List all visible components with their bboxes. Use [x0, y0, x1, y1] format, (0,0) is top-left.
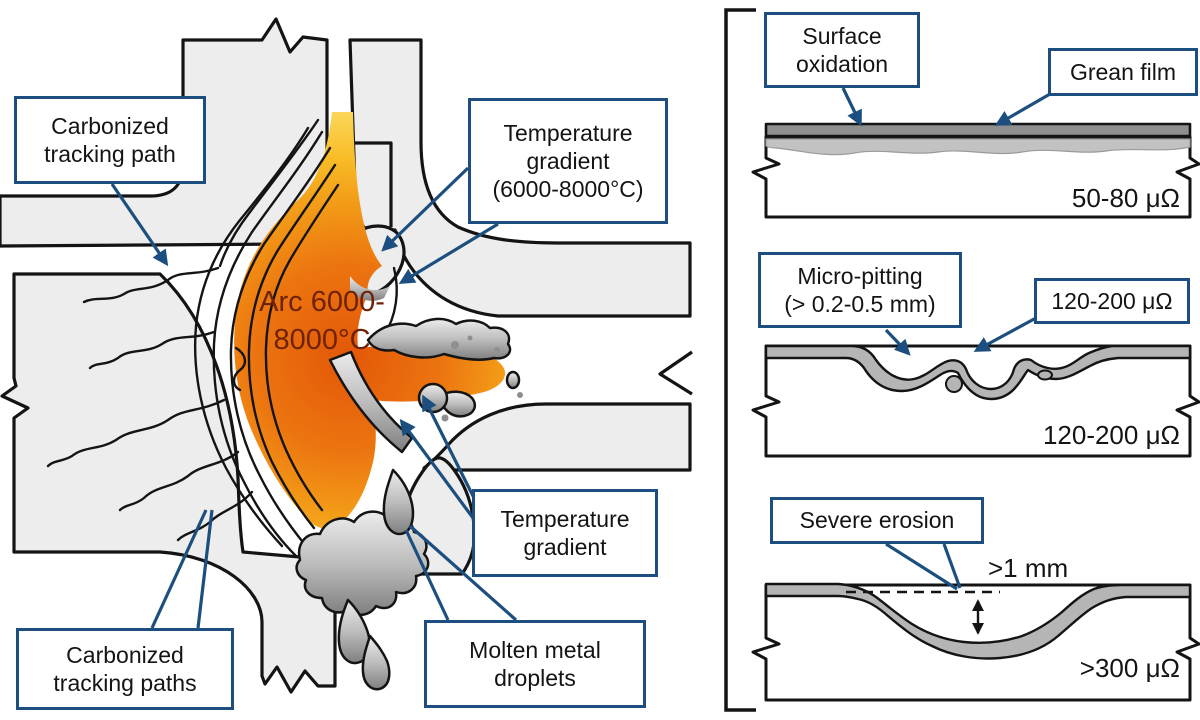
molten-droplet	[337, 598, 371, 665]
erosion-depth-value: >1 mm	[988, 553, 1069, 583]
callout-line: Carbonized	[66, 641, 184, 668]
oxide-dark-layer	[764, 122, 1192, 138]
callout-surface-oxidation: Surface oxidation	[764, 12, 920, 88]
leader-120-200	[973, 316, 1037, 352]
callout-line: gradient	[523, 534, 607, 560]
film-layer	[765, 138, 1191, 156]
molten-splash-post	[295, 510, 430, 617]
callout-line: Molten metal	[469, 636, 601, 663]
callout-line: oxidation	[795, 51, 889, 77]
callout-line: gradient	[526, 147, 610, 174]
callout-grean-film: Grean film	[1048, 48, 1198, 96]
callout-leaders-left	[110, 166, 518, 629]
arc-label-line: 6000-8000°C	[273, 286, 385, 356]
leader-tracking-top	[110, 183, 169, 267]
callout-carbonized-tracking-paths: Carbonized tracking paths	[16, 628, 234, 710]
callout-leaders-right	[841, 87, 1051, 591]
callout-line: Severe erosion	[799, 507, 955, 534]
funnel-tracking-bottom	[150, 509, 214, 629]
pit-debris-dot	[945, 375, 963, 393]
callout-line: 120-200 μΩ	[1051, 287, 1173, 314]
bar-break-chevron	[658, 350, 693, 396]
funnel-severe-erosion	[885, 542, 962, 591]
resistance-value-erosion: >300 μΩ	[1079, 653, 1180, 683]
arc-label-line: Arc	[259, 286, 303, 318]
right-contact-step-line	[353, 141, 393, 227]
resistance-value-oxidation: 50-80 μΩ	[1071, 183, 1180, 213]
callout-line: (6000-8000°C)	[492, 176, 644, 203]
molten-specks	[441, 335, 523, 422]
callout-line: Micro-pitting	[797, 262, 923, 289]
stage-oxidation-drawing	[751, 122, 1200, 219]
callout-molten-metal-droplets: Molten metal droplets	[424, 620, 646, 708]
right-panel	[724, 8, 1200, 712]
leader-temp-mid-b	[399, 418, 478, 523]
molten-metal	[295, 276, 521, 691]
molten-dot	[505, 370, 521, 390]
callout-carbonized-tracking-path: Carbonized tracking path	[14, 96, 206, 184]
block-body	[751, 344, 1200, 458]
leader-temp-top-b	[398, 222, 499, 284]
callout-line: Temperature	[503, 119, 633, 146]
stage-erosion-drawing	[751, 582, 1200, 702]
callout-micro-pitting: Micro-pitting (> 0.2-0.5 mm)	[758, 252, 962, 328]
callout-line: Surface	[802, 22, 882, 49]
molten-blob	[438, 390, 476, 418]
molten-dot	[417, 382, 449, 414]
resistance-value-pitting: 120-200 μΩ	[1042, 420, 1180, 450]
callout-line: droplets	[494, 665, 576, 691]
callout-temperature-gradient-range: Temperature gradient (6000-8000°C)	[468, 98, 668, 224]
pitted-surface-band	[764, 344, 1192, 401]
leader-grean-film	[994, 92, 1051, 126]
molten-droplet	[361, 634, 391, 691]
callout-line: tracking path	[44, 141, 176, 167]
callout-severe-erosion: Severe erosion	[770, 497, 984, 544]
pit-debris-dot	[1037, 369, 1053, 381]
finger-tip-shade	[350, 276, 390, 301]
leader-temp-top-a	[381, 166, 470, 252]
molten-splash-top	[366, 317, 512, 361]
callout-line: Grean film	[1069, 58, 1177, 85]
erosion-crater-band	[764, 582, 1192, 660]
block-body	[751, 135, 1200, 219]
callout-resistance-120-200: 120-200 μΩ	[1034, 278, 1190, 324]
arc-temperature-label: Arc 6000-8000°C	[212, 284, 432, 359]
stages-bracket	[724, 8, 756, 712]
funnel-molten	[404, 524, 518, 622]
callout-temperature-gradient: Temperature gradient	[472, 489, 658, 577]
leader-temp-mid-a	[422, 394, 478, 503]
callout-line: (> 0.2-0.5 mm)	[784, 291, 936, 317]
stage-pitting-drawing	[751, 344, 1200, 458]
callout-line: Carbonized	[51, 112, 169, 139]
callout-line: Temperature	[500, 505, 630, 532]
molten-droplet	[382, 468, 415, 536]
leader-surface-oxidation	[841, 87, 862, 127]
leader-micro-pitting	[884, 328, 911, 356]
callout-line: tracking paths	[53, 670, 197, 696]
